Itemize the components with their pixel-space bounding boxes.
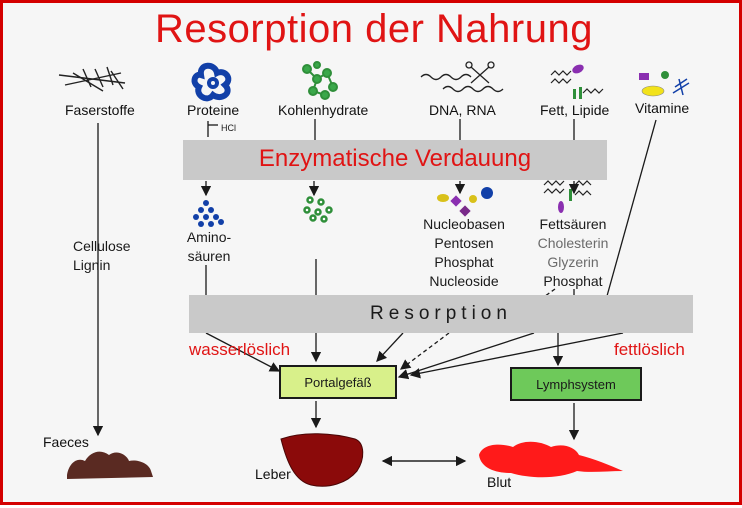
amino-line-1: Amino- — [186, 229, 232, 245]
fat-soluble-label: fettlöslich — [614, 340, 685, 359]
cellulose-line-1: Cellulose — [73, 238, 131, 254]
nucleotide-icon — [437, 187, 493, 217]
source-fett-lipide: Fett, Lipide — [540, 102, 610, 118]
graphics-layer — [58, 61, 690, 487]
dna-icon — [420, 61, 504, 93]
source-faserstoffe: Faserstoffe — [65, 102, 135, 118]
resorption-bar-label: Resorption — [370, 303, 512, 324]
cellulose-line-2: Lignin — [73, 257, 111, 273]
portal-vein-box: Portalgefäß — [279, 365, 397, 399]
faeces-label: Faeces — [43, 434, 89, 450]
amino-acid-label: Amino- säuren — [179, 228, 239, 266]
source-proteine: Proteine — [187, 102, 240, 118]
resorption-bar — [189, 295, 693, 333]
lymph-system-box: Lymphsystem — [510, 367, 642, 401]
digestion-bar-label: Enzymatische Verdauung — [258, 145, 532, 172]
hcl-label: HCl — [221, 123, 236, 133]
fatty-acid-icon — [543, 180, 592, 213]
water-soluble-label: wasserlöslich — [189, 340, 291, 359]
diagram-title: Resorption der Nahrung — [155, 7, 593, 51]
blood-label: Blut — [487, 474, 512, 490]
nuc-line-4: Nucleoside — [429, 273, 499, 289]
protein-icon — [191, 62, 232, 102]
source-kohlenhydrate: Kohlenhydrate — [278, 102, 369, 118]
liver-shape — [280, 433, 364, 487]
cellulose-label: Cellulose Lignin — [73, 237, 143, 275]
amino-acid-icon — [193, 200, 224, 227]
nuc-line-3: Phosphat — [434, 254, 494, 270]
digestion-bar — [183, 140, 607, 180]
source-vitamine: Vitamine — [635, 100, 690, 116]
nucleic-products: Nucleobasen Pentosen Phosphat Nucleoside — [411, 215, 517, 291]
fat-line-3: Glyzerin — [547, 254, 599, 270]
source-dna-rna: DNA, RNA — [429, 102, 496, 118]
amino-line-2: säuren — [187, 248, 231, 264]
fat-line-1: Fettsäuren — [539, 216, 607, 232]
nuc-line-1: Nucleobasen — [423, 216, 505, 232]
fat-line-2: Cholesterin — [537, 235, 609, 251]
monosaccharide-icon — [303, 196, 333, 223]
faeces-shape — [67, 451, 153, 479]
lipid-icon — [550, 64, 604, 99]
liver-label: Leber — [255, 466, 291, 482]
lipid-products: Fettsäuren Cholesterin Glyzerin Phosphat — [527, 215, 619, 291]
blood-shape — [479, 441, 623, 478]
carbohydrate-icon — [302, 61, 338, 100]
fat-line-4: Phosphat — [543, 273, 603, 289]
nuc-line-2: Pentosen — [434, 235, 494, 251]
fiber-icon — [58, 66, 126, 92]
vitamin-icon — [639, 71, 690, 97]
